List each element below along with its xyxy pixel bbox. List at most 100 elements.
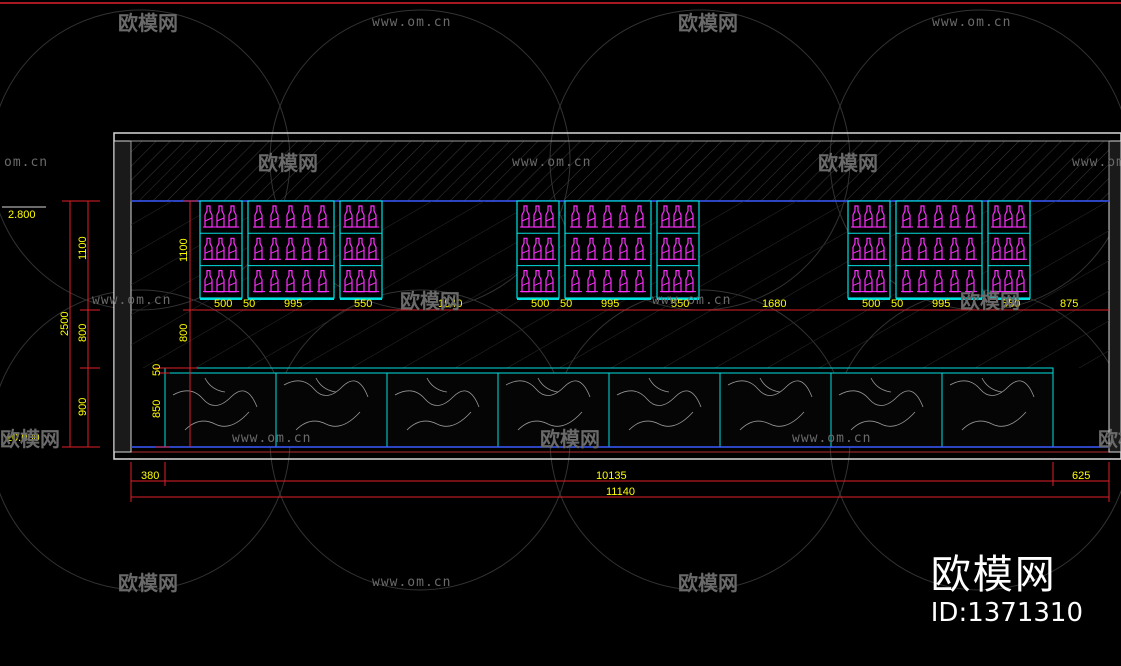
wine-bottle-icon: [660, 237, 672, 260]
cabinet-width-label: 50: [560, 298, 572, 310]
wine-bottle-icon: [301, 205, 313, 228]
watermark-logo: 欧模网: [540, 427, 600, 451]
wine-bottle-icon: [285, 237, 297, 260]
wine-bottle-icon: [991, 237, 1003, 260]
level-top-label: 2.800: [8, 209, 36, 221]
watermark-url: www.om.cn: [372, 15, 451, 30]
wine-bottle-icon: [301, 237, 313, 260]
wine-bottle-icon: [618, 237, 630, 260]
wine-bottle-icon: [1015, 237, 1027, 260]
counter-top: [164, 367, 1054, 374]
wine-bottle-icon: [586, 270, 598, 293]
wine-bottle-icon: [933, 205, 945, 228]
cabinet-base: [517, 298, 559, 300]
wine-bottle-icon: [520, 270, 532, 293]
wine-bottle-icon: [863, 237, 875, 260]
wine-bottle-icon: [949, 205, 961, 228]
wine-bottle-icon: [253, 270, 265, 293]
wine-bottle-icon: [863, 270, 875, 293]
dim-left-800: 800: [77, 324, 89, 342]
wine-bottle-icon: [933, 270, 945, 293]
wine-bottle-icon: [863, 205, 875, 228]
marble-vein: [838, 377, 924, 431]
cabinet-base: [340, 298, 382, 300]
wine-cabinet-unit: [339, 200, 383, 299]
wine-bottle-icon: [520, 237, 532, 260]
watermark-logo: 欧模网: [1098, 427, 1121, 451]
wine-bottle-icon: [586, 237, 598, 260]
watermark-url: www.om.cn: [792, 431, 871, 446]
watermark-logo: 欧模网: [678, 571, 738, 595]
brand-id: ID:1371310: [930, 598, 1083, 628]
wine-bottle-icon: [532, 237, 544, 260]
wine-bottle-icon: [317, 270, 329, 293]
wine-bottle-icon: [634, 205, 646, 228]
wine-bottle-icon: [317, 205, 329, 228]
watermark-logo: 欧模网: [400, 289, 460, 313]
wine-bottle-icon: [1003, 270, 1015, 293]
watermark-url-partial: om.cn: [4, 155, 48, 170]
wine-bottle-icon: [917, 237, 929, 260]
wine-cabinet-unit: [656, 200, 700, 299]
wine-bottle-icon: [215, 237, 227, 260]
cabinet-base: [200, 298, 242, 300]
wine-cabinet-unit: [847, 200, 891, 299]
cabinet-width-label: 550: [354, 298, 372, 310]
wine-bottle-icon: [875, 237, 887, 260]
wine-bottle-icon: [544, 205, 556, 228]
wine-bottle-icon: [570, 237, 582, 260]
wine-bottle-icon: [851, 237, 863, 260]
wine-bottle-icon: [269, 205, 281, 228]
watermark-logo: 欧模网: [818, 151, 878, 175]
wine-bottle-icon: [355, 270, 367, 293]
marble-vein: [727, 377, 813, 431]
wine-bottle-icon: [901, 205, 913, 228]
wine-bottle-icon: [203, 270, 215, 293]
wine-bottle-icon: [301, 270, 313, 293]
marble-vein: [505, 377, 591, 431]
wine-bottle-icon: [343, 270, 355, 293]
dim-inner-800: 800: [178, 324, 190, 342]
wine-bottle-icon: [949, 237, 961, 260]
wine-bottle-icon: [602, 237, 614, 260]
wine-bottle-icon: [317, 237, 329, 260]
wine-bottle-icon: [1015, 270, 1027, 293]
wine-bottle-icon: [672, 270, 684, 293]
wine-bottle-icon: [1003, 205, 1015, 228]
dim-left-900: 900: [77, 398, 89, 416]
wine-bottle-icon: [355, 237, 367, 260]
watermark-logo: 欧模网: [678, 11, 738, 35]
dim-gap-875: 875: [1060, 298, 1078, 310]
wine-cabinet-unit: [199, 200, 243, 299]
wine-bottle-icon: [215, 205, 227, 228]
wine-bottle-icon: [672, 237, 684, 260]
dim-gap-1680: 1680: [762, 298, 786, 310]
wine-bottle-icon: [544, 270, 556, 293]
watermark-url: www.om.cn: [652, 293, 731, 308]
wine-bottle-icon: [532, 270, 544, 293]
wine-bottle-icon: [634, 237, 646, 260]
wine-bottle-icon: [285, 270, 297, 293]
wine-bottle-icon: [901, 237, 913, 260]
cabinet-width-label: 550: [1002, 298, 1020, 310]
wine-bottle-icon: [875, 205, 887, 228]
wine-bottle-icon: [253, 237, 265, 260]
wine-bottle-icon: [618, 270, 630, 293]
watermark-logo: 欧模网: [960, 289, 1020, 313]
wine-bottle-icon: [634, 270, 646, 293]
wine-bottle-icon: [203, 205, 215, 228]
dim-inner-850: 850: [151, 400, 163, 418]
right-wall-column: [1108, 140, 1121, 453]
dim-gap-1540: 1540: [438, 298, 462, 310]
dim-overall-11140: 11140: [606, 486, 635, 498]
marble-vein: [394, 377, 480, 431]
watermark-logo: 欧模网: [258, 151, 318, 175]
dim-bottom-380: 380: [141, 470, 159, 482]
cabinet-base: [565, 298, 651, 300]
cabinet-width-label: 995: [932, 298, 950, 310]
cabinet-width-label: 50: [891, 298, 903, 310]
wine-bottle-icon: [602, 205, 614, 228]
marble-vein: [616, 377, 702, 431]
